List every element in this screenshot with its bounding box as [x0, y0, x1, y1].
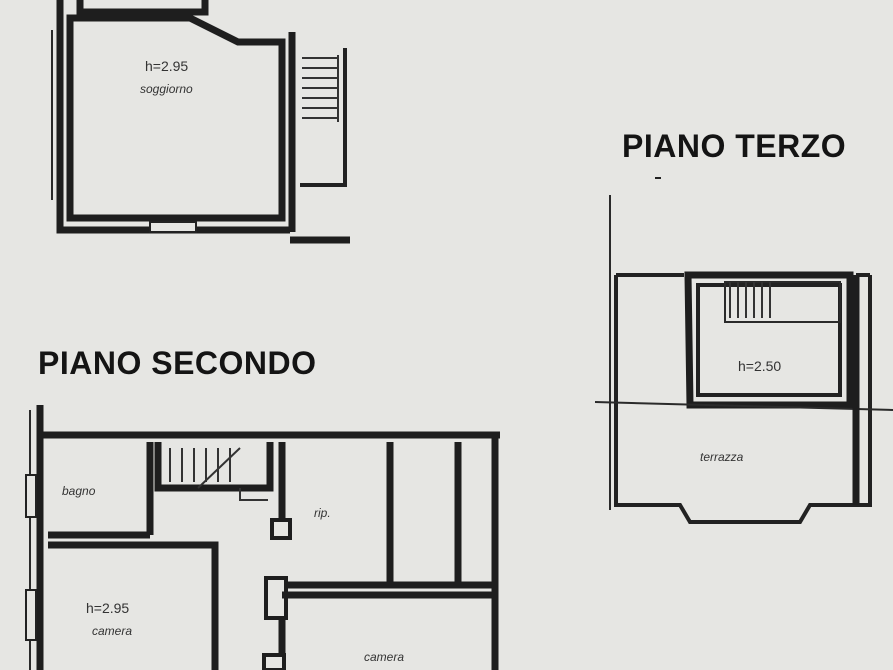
heading-piano-terzo: PIANO TERZO: [622, 128, 847, 164]
heading-piano-secondo: PIANO SECONDO: [38, 345, 317, 381]
second-floor-pillar: [270, 518, 292, 540]
third-floor-terrace-label: terrazza: [700, 450, 744, 464]
upper-plan-room-label: soggiorno: [140, 82, 193, 96]
bedroom-label: camera: [92, 624, 133, 638]
upper-plan: [51, 0, 350, 244]
third-floor-section-line: [594, 401, 893, 411]
stair-landing: [239, 488, 268, 501]
stair-well-wall: [154, 442, 274, 492]
storage-label: rip.: [314, 506, 331, 520]
second-floor-plan: [25, 405, 500, 670]
third-floor-stair-steps: [729, 282, 771, 318]
third-floor-plan: [594, 177, 893, 524]
stair-diagonal: [197, 447, 241, 489]
bedroom2-label: camera: [364, 650, 405, 664]
upper-plan-window: [149, 221, 197, 233]
bathroom-label: bagno: [62, 484, 96, 498]
third-floor-room-wall: [684, 271, 854, 409]
upper-plan-height-label: h=2.95: [145, 58, 189, 74]
third-floor-height-label: h=2.50: [738, 358, 782, 374]
third-floor-outer-wall: [614, 275, 872, 524]
upper-plan-living-room-wall: [66, 14, 286, 222]
upper-plan-stair-enclosure: [300, 48, 347, 187]
upper-plan-outer-wall: [56, 0, 290, 234]
upper-plan-top-room-wall: [76, 0, 209, 16]
third-floor-room-inner-wall: [696, 283, 842, 397]
bedroom-window: [25, 589, 37, 641]
second-floor-pillar-bottom: [262, 653, 286, 670]
second-floor-stair-steps: [169, 447, 268, 501]
bedroom-wall: [48, 541, 219, 670]
bedroom-height-label: h=2.95: [86, 600, 130, 616]
bathroom-window: [25, 474, 37, 518]
third-floor-stair-box: [724, 281, 841, 323]
upper-plan-stair-steps: [302, 55, 339, 122]
